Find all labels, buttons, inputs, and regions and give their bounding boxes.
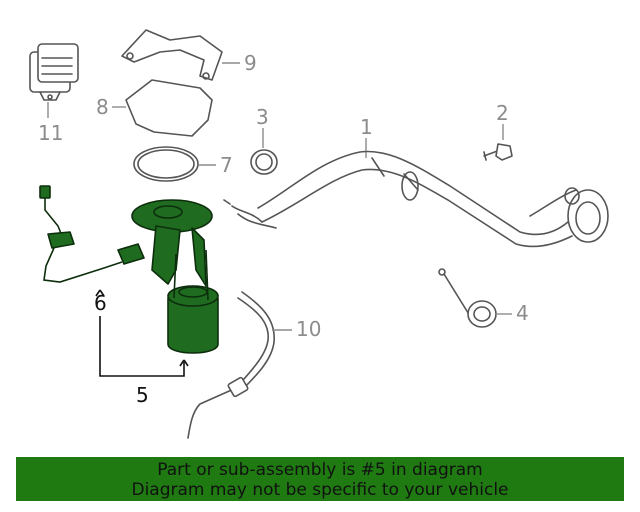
- part-10-vent-hose[interactable]: [187, 291, 275, 439]
- part-6-wiring-harness[interactable]: [39, 185, 145, 283]
- callout-8[interactable]: 8: [96, 95, 109, 119]
- callout-7[interactable]: 7: [220, 153, 233, 177]
- part-1-filler-pipe[interactable]: [223, 150, 609, 248]
- banner-line-1: Part or sub-assembly is #5 in diagram: [157, 460, 483, 480]
- callout-1[interactable]: 1: [360, 115, 373, 139]
- part-7-seal-ring[interactable]: [133, 146, 199, 182]
- callout-4[interactable]: 4: [516, 301, 529, 325]
- callout-2[interactable]: 2: [496, 101, 509, 125]
- callout-3[interactable]: 3: [256, 105, 269, 129]
- leader-6-5: [99, 316, 185, 377]
- callout-6[interactable]: 6: [94, 291, 107, 315]
- leader-5-arrow: [179, 359, 189, 367]
- part-9-bracket[interactable]: [121, 29, 223, 81]
- part-11-module[interactable]: [29, 43, 79, 101]
- callout-5[interactable]: 5: [136, 383, 149, 407]
- leader-6-arrow: [95, 289, 105, 297]
- part-2-bolt[interactable]: [483, 143, 513, 161]
- part-4-fuel-cap[interactable]: [438, 268, 497, 328]
- banner-line-2: Diagram may not be specific to your vehi…: [131, 480, 509, 500]
- callout-11[interactable]: 11: [38, 121, 63, 145]
- callout-9[interactable]: 9: [244, 51, 257, 75]
- part-8-gasket-plate[interactable]: [125, 79, 213, 137]
- part-3-lock-ring[interactable]: [250, 149, 278, 175]
- footer-banner: Part or sub-assembly is #5 in diagram Di…: [16, 457, 624, 501]
- part-5-fuel-pump-module[interactable]: [131, 199, 219, 354]
- callout-10[interactable]: 10: [296, 317, 321, 341]
